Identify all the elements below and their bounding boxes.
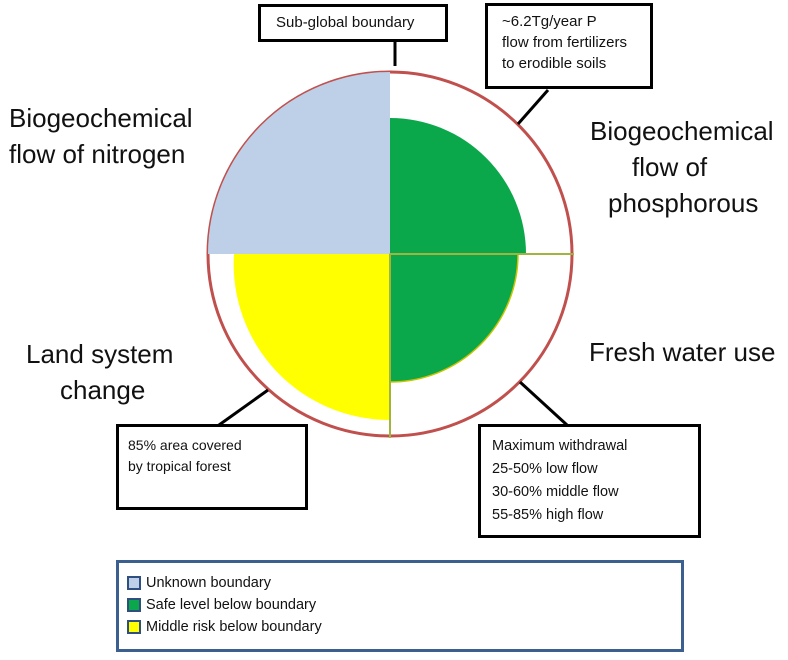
boundary-callout-text: Sub-global boundary — [276, 14, 415, 31]
phosphorous-title-line-3: phosphorous — [608, 188, 759, 218]
water-callout: Maximum withdrawal 25-50% low flow 30-60… — [478, 424, 701, 538]
legend-label-safe: Safe level below boundary — [146, 597, 317, 613]
land-title-line-2: change — [60, 375, 146, 405]
land-title-line-1: Land system — [26, 339, 174, 369]
water-sector — [389, 253, 519, 383]
nitrogen-title-line-1: Biogeochemical — [9, 103, 193, 133]
water-leader — [518, 380, 569, 427]
water-callout-line-1: Maximum withdrawal — [492, 438, 628, 454]
phosphorous-title-line-1: Biogeochemical — [590, 116, 774, 146]
nitrogen-title: Biogeochemical flow of nitrogen — [9, 100, 219, 172]
water-callout-line-2: 25-50% low flow — [492, 461, 598, 477]
land-title: Land system change — [26, 336, 196, 408]
legend-swatch-middle — [127, 620, 141, 634]
legend-swatch-safe — [127, 598, 141, 612]
land-callout-line-2: by tropical forest — [128, 458, 231, 474]
phosphorous-leader — [516, 89, 550, 125]
phosphorous-callout-line-1: ~6.2Tg/year P — [502, 13, 597, 30]
phosphorous-callout-line-3: to erodible soils — [502, 55, 607, 72]
water-callout-line-3: 30-60% middle flow — [492, 484, 619, 500]
land-callout-line-1: 85% area covered — [128, 437, 242, 453]
water-title-line-1: Fresh water use — [589, 337, 776, 367]
legend-label-unknown: Unknown boundary — [146, 575, 271, 591]
boundary-callout: Sub-global boundary — [258, 4, 448, 42]
phosphorous-sector — [390, 118, 526, 254]
phosphorous-callout-line-2: flow from fertilizers — [502, 34, 628, 51]
legend-swatch-unknown — [127, 576, 141, 590]
legend-item-safe: Safe level below boundary — [127, 595, 316, 615]
legend: Unknown boundary Safe level below bounda… — [116, 560, 684, 652]
phosphorous-title: Biogeochemical flow of phosphorous — [590, 113, 786, 221]
legend-item-middle: Middle risk below boundary — [127, 617, 322, 637]
phosphorous-title-line-2: flow of — [632, 152, 708, 182]
phosphorous-callout: ~6.2Tg/year P flow from fertilizers to e… — [485, 3, 653, 89]
legend-item-unknown: Unknown boundary — [127, 573, 271, 593]
land-leader — [211, 388, 269, 432]
nitrogen-title-line-2: flow of nitrogen — [9, 139, 186, 169]
land-callout: 85% area covered by tropical forest — [116, 424, 308, 510]
nitrogen-sector — [208, 72, 390, 254]
land-sector — [233, 254, 390, 421]
water-title: Fresh water use — [589, 334, 785, 370]
water-callout-line-4: 55-85% high flow — [492, 507, 604, 523]
legend-label-middle: Middle risk below boundary — [146, 619, 322, 635]
